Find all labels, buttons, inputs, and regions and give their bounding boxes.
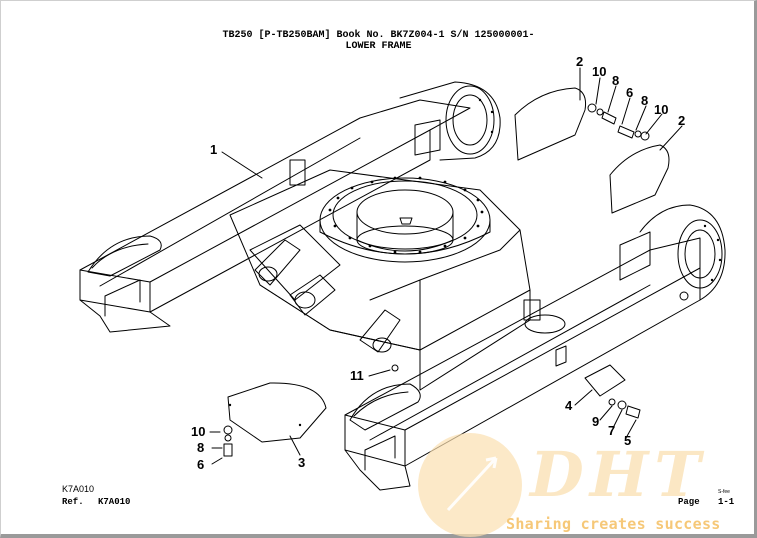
callout-10-right: 10 — [654, 102, 669, 117]
callout-8-right: 8 — [641, 93, 649, 108]
callout-8-upper: 8 — [612, 73, 620, 88]
left-track-beam — [79, 99, 471, 333]
header-subtitle: LOWER FRAME — [345, 41, 412, 52]
top-lug — [289, 159, 306, 186]
swing-bearing-ring — [319, 177, 491, 263]
page-label: Page — [678, 497, 700, 507]
ref-value: K7A010 — [98, 497, 131, 507]
cover-plate-lower — [609, 144, 670, 214]
right-track-beam — [344, 237, 701, 491]
header-title: TB250 [P-TB250BAM] Book No. BK7Z004-1 S/… — [222, 30, 535, 41]
cover-hole — [524, 314, 566, 334]
right-cover-plate — [584, 364, 626, 397]
callout-5: 5 — [624, 433, 632, 448]
left-idler-housing — [399, 81, 501, 161]
callout-11: 11 — [350, 368, 364, 383]
small-mark: S-fee — [718, 489, 730, 495]
callout-9: 9 — [592, 414, 600, 429]
callout-6-upper: 6 — [626, 85, 634, 100]
blade-brackets — [254, 239, 401, 353]
ring-bolt-holes — [228, 98, 722, 427]
watermark-tagline: Sharing creates success — [506, 515, 721, 533]
cover-plate-upper — [514, 87, 586, 161]
bottom-cover-plate — [227, 382, 327, 443]
page-number: 1-1 — [718, 497, 735, 507]
callout-2-upper: 2 — [576, 54, 584, 69]
callout-7: 7 — [608, 423, 616, 438]
callout-6-lower: 6 — [197, 457, 205, 472]
callout-10-lower: 10 — [191, 424, 206, 439]
center-frame — [229, 169, 531, 391]
bolts — [223, 103, 650, 457]
callout-3: 3 — [298, 455, 306, 470]
callout-2-right: 2 — [678, 113, 686, 128]
ref-label: Ref. — [62, 497, 84, 507]
right-motor-housing — [619, 204, 726, 301]
callout-1: 1 — [210, 142, 218, 157]
callout-4: 4 — [565, 398, 573, 413]
callout-10-upper: 10 — [592, 64, 607, 79]
watermark-logo: DHT — [530, 438, 707, 511]
drawing-code: K7A010 — [62, 484, 95, 494]
callout-8-lower: 8 — [197, 440, 205, 455]
leader-lines — [209, 67, 683, 465]
